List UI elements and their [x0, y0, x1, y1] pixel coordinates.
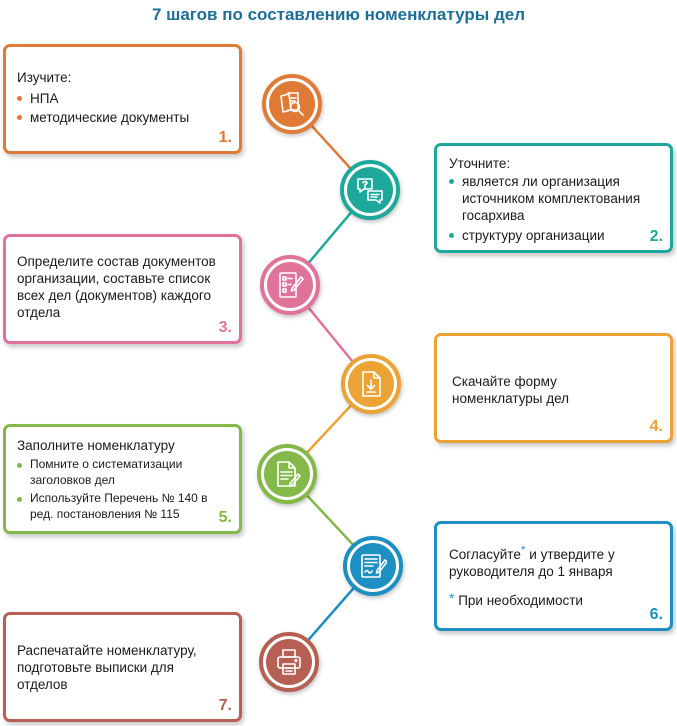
step-6-text: Согласуйте* и утвердите у руководителя д… [449, 542, 664, 580]
step-1-card: Изучите: НПА методические документы 1. [3, 44, 242, 154]
step-6-note: * При необходимости [449, 590, 664, 609]
step-5-card: Заполните номенклатуру Помните о система… [3, 424, 242, 534]
step-1-number: 1. [218, 129, 232, 146]
step-5-bullet-2: Используйте Перечень № 140 в ред. постан… [17, 491, 210, 522]
step-2-bullet-2: структуру организации [449, 227, 664, 244]
step-7-text: Распечатайте номенклатуру, подготовьте в… [17, 643, 197, 692]
step-6-number: 6. [649, 606, 663, 623]
step-7-number: 7. [218, 697, 232, 714]
step-1-circle [262, 74, 322, 134]
page-title: 7 шагов по составлению номенклатуры дел [151, 5, 525, 24]
document-fill-icon [277, 461, 301, 487]
step-3-number: 3. [218, 319, 232, 336]
step-2-number: 2. [649, 228, 663, 245]
step-4-text: Скачайте форму номенклатуры дел [452, 374, 570, 406]
step-5-heading: Заполните номенклатуру [17, 438, 175, 453]
step-3-text: Определите состав документов организации… [17, 254, 216, 320]
printer-icon [277, 649, 301, 675]
step-7-card: Распечатайте номенклатуру, подготовьте в… [3, 612, 242, 722]
step-6-note-text: При необходимости [454, 593, 583, 608]
step-1-bullet-1: НПА [17, 90, 232, 107]
step-1-heading: Изучите: [17, 70, 72, 85]
step-5-circle [257, 444, 317, 504]
step-6-text-part2: и утвердите у руководителя до 1 января [449, 547, 615, 579]
step-5-number: 5. [218, 509, 232, 526]
step-2-bullet-1: является ли организация источником компл… [449, 173, 664, 224]
step-4-number: 4. [649, 418, 663, 435]
step-6-circle [343, 536, 403, 596]
step-3-card: Определите состав документов организации… [3, 234, 242, 344]
contract-sign-icon [361, 554, 387, 578]
checklist-pencil-icon [279, 272, 304, 298]
download-icon [362, 371, 381, 397]
step-6-card: Согласуйте* и утвердите у руководителя д… [434, 521, 673, 631]
documents-magnifier-icon [280, 92, 304, 116]
step-6-text-part1: Согласуйте [449, 547, 521, 562]
question-chat-icon [357, 178, 383, 204]
step-6-note-marker: * [449, 590, 455, 606]
step-2-heading: Уточните: [449, 156, 511, 171]
step-2-circle [340, 160, 400, 220]
step-1-bullet-2: методические документы [17, 109, 232, 126]
step-5-bullet-1: Помните о систематизации заголовков дел [17, 457, 200, 488]
step-4-card: Скачайте форму номенклатуры дел 4. [434, 333, 673, 443]
step-4-circle [341, 354, 401, 414]
step-3-circle [260, 255, 320, 315]
step-6-asterisk: * [520, 543, 526, 557]
step-7-circle [259, 632, 319, 692]
step-2-card: Уточните: является ли организация источн… [434, 143, 673, 253]
